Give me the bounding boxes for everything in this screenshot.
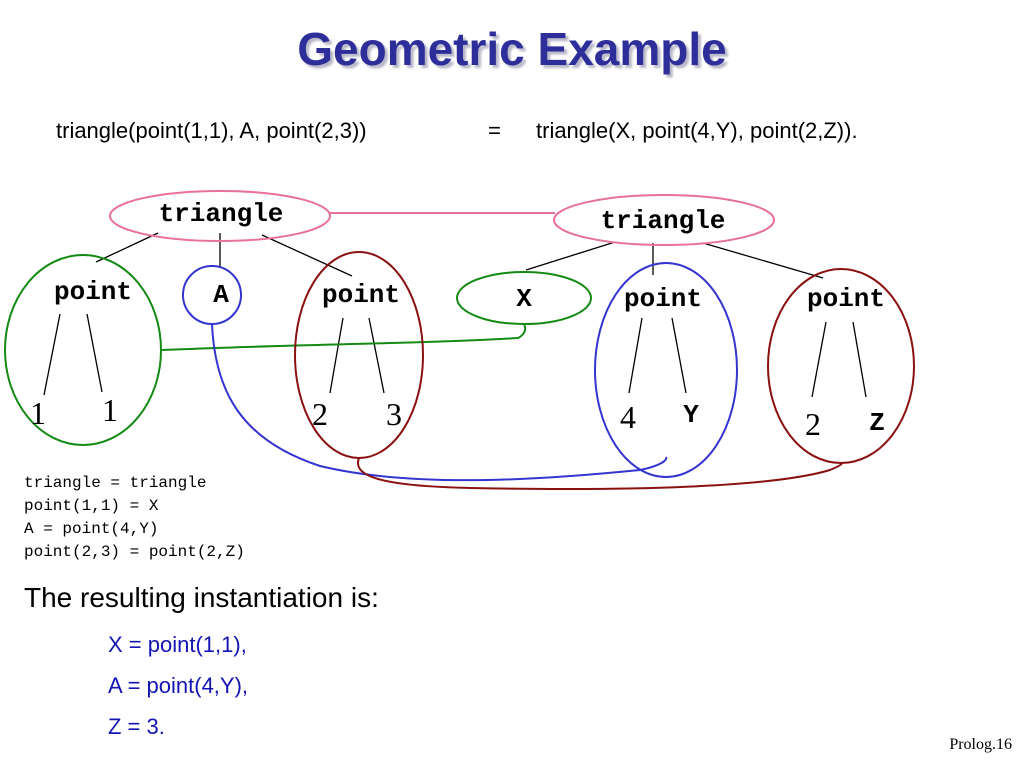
edge-point23-3: [368, 317, 385, 394]
result-line-z: Z = 3.: [108, 714, 165, 739]
point23-match-connector: [357, 457, 843, 491]
equation-right: triangle(X, point(4,Y), point(2,Z)).: [536, 118, 858, 143]
left-point11-arg1: 1: [30, 395, 46, 431]
edge-point11-2: [86, 313, 103, 393]
left-root-match-ellipse: [109, 190, 331, 242]
edge-left-root-point23: [261, 234, 353, 277]
right-point4y-arg2: Y: [683, 400, 699, 430]
right-root-match-ellipse: [553, 194, 775, 246]
edge-point4y-y: [671, 317, 687, 394]
right-point2z-arg1: 2: [805, 406, 821, 442]
edge-point2z-2: [811, 321, 827, 398]
step-line: triangle = triangle: [24, 474, 207, 492]
a-match-circle: [182, 265, 242, 325]
result-line-a: A = point(4,Y),: [108, 673, 249, 698]
step-line: point(1,1) = X: [24, 497, 159, 515]
left-point23-arg2: 3: [386, 396, 402, 432]
edge-right-root-point2z: [702, 242, 824, 279]
right-point2z-label: point: [807, 284, 885, 314]
right-root-label: triangle: [601, 206, 726, 236]
edge-point11-1: [43, 313, 61, 396]
x-match-connector: [161, 323, 527, 351]
edge-point4y-4: [628, 317, 643, 394]
right-point4y-arg1: 4: [620, 399, 636, 435]
point11-match-ellipse: [4, 254, 162, 446]
left-point11-arg2: 1: [102, 392, 118, 428]
left-a-label: A: [213, 280, 229, 310]
left-root-label: triangle: [159, 199, 284, 229]
right-x-label: X: [516, 284, 532, 314]
edge-right-root-x: [525, 241, 616, 271]
slide-footer: Prolog.16: [949, 736, 1012, 753]
result-line-x: X = point(1,1),: [108, 632, 247, 657]
left-point23-label: point: [322, 280, 400, 310]
slide-title: Geometric Example: [297, 23, 727, 75]
edge-point23-2: [329, 317, 344, 394]
right-point4y-label: point: [624, 284, 702, 314]
equation-operator: =: [488, 118, 501, 143]
point4y-match-ellipse: [594, 262, 738, 478]
a-match-connector: [211, 323, 668, 482]
step-line: A = point(4,Y): [24, 520, 159, 538]
left-point11-label: point: [54, 277, 132, 307]
left-point23-arg1: 2: [312, 396, 328, 432]
tree-edges: [43, 232, 867, 398]
step-line: point(2,3) = point(2,Z): [24, 543, 245, 561]
equation-left: triangle(point(1,1), A, point(2,3)): [56, 118, 367, 143]
edge-point2z-z: [852, 321, 867, 398]
edge-left-root-point11: [95, 232, 159, 263]
right-point2z-arg2: Z: [869, 408, 885, 438]
unification-steps: triangle = triangle point(1,1) = X A = p…: [24, 472, 245, 564]
result-heading: The resulting instantiation is:: [24, 582, 379, 613]
